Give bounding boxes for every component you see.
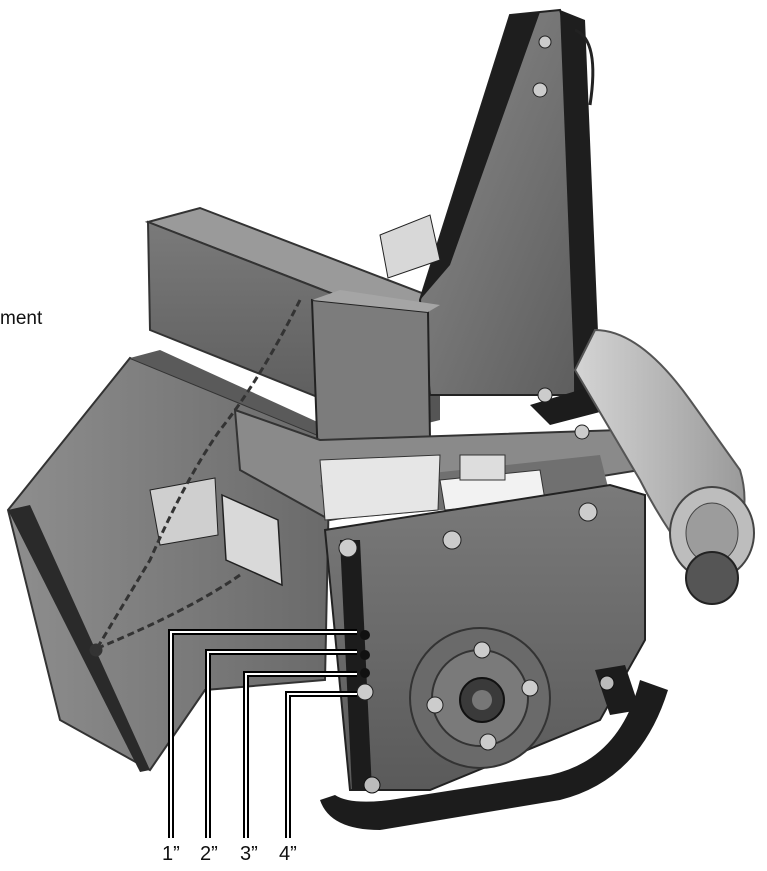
center-shield xyxy=(310,290,440,462)
depth-label-1: 1” xyxy=(162,843,180,865)
cropped-caption-text: ment xyxy=(0,308,43,329)
safety-chain xyxy=(89,299,302,657)
pto-driveline xyxy=(573,328,755,605)
end-plate xyxy=(323,483,646,791)
depth-label-3: 3” xyxy=(240,843,258,865)
main-housing xyxy=(233,408,642,522)
depth-label-2: 2” xyxy=(200,843,218,865)
depth-label-4: 4” xyxy=(279,843,297,865)
depth-leader-lines xyxy=(168,629,357,838)
skid-shoe xyxy=(320,665,668,830)
brand-logo xyxy=(149,477,283,587)
